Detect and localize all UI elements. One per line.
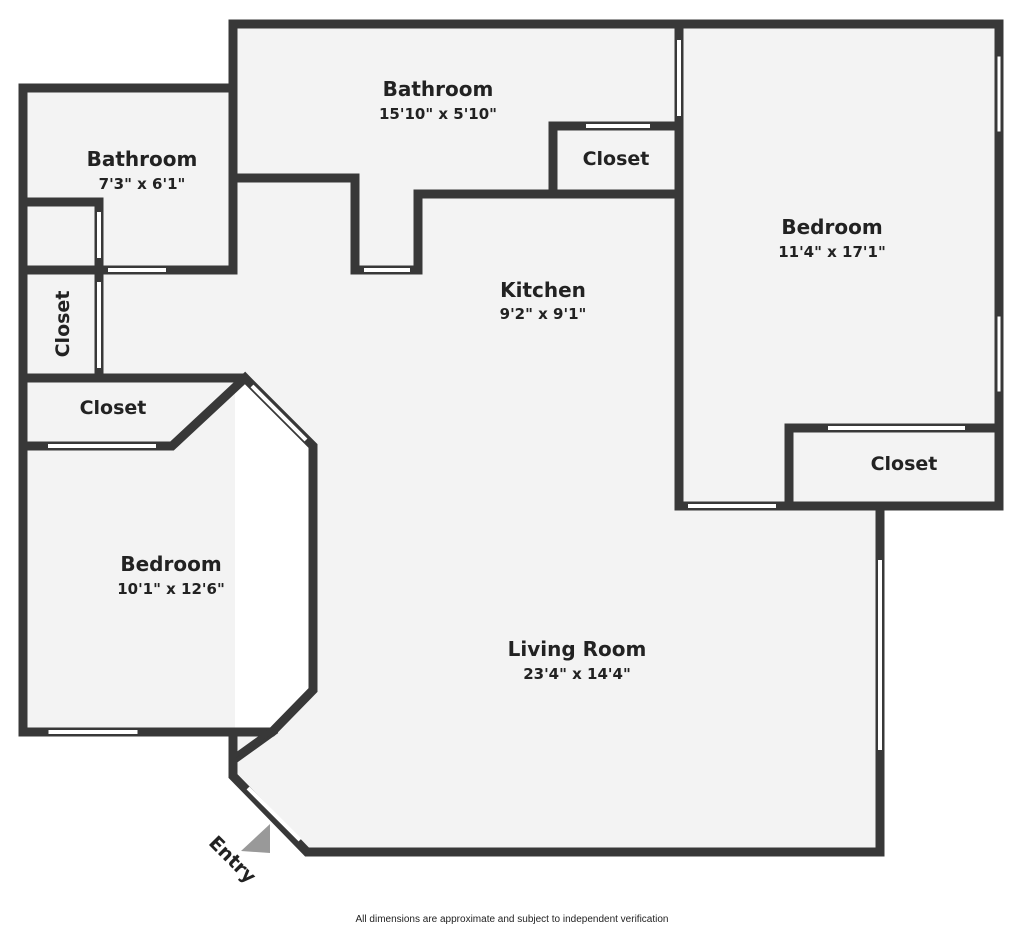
kitchen-name: Kitchen xyxy=(500,278,586,302)
bedroom-right-name: Bedroom xyxy=(781,215,882,239)
living-room-name: Living Room xyxy=(508,637,647,661)
bathroom-left-name: Bathroom xyxy=(87,147,198,171)
footer-disclaimer: All dimensions are approximate and subje… xyxy=(355,914,669,925)
windows xyxy=(48,40,1001,842)
closet-top-label: Closet xyxy=(583,148,650,170)
bedroom-right-dims: 11'4" x 17'1" xyxy=(778,243,886,261)
bedroom-left-dims: 10'1" x 12'6" xyxy=(117,580,225,598)
bathroom-left-dims: 7'3" x 6'1" xyxy=(99,175,186,193)
closet-left-label: Closet xyxy=(80,397,147,419)
closet-left-vertical-label: Closet xyxy=(52,291,74,358)
floor-areas xyxy=(23,24,999,852)
closet-right-label: Closet xyxy=(871,453,938,475)
bedroom-left-name: Bedroom xyxy=(120,552,221,576)
window-frames xyxy=(47,55,1002,759)
entry-label: Entry xyxy=(204,832,261,889)
bathroom-top-name: Bathroom xyxy=(383,77,494,101)
kitchen-dims: 9'2" x 9'1" xyxy=(500,305,587,323)
bathroom-top-dims: 15'10" x 5'10" xyxy=(379,105,497,123)
living-room-dims: 23'4" x 14'4" xyxy=(523,665,631,683)
triangle-arrow-icon xyxy=(241,824,270,853)
